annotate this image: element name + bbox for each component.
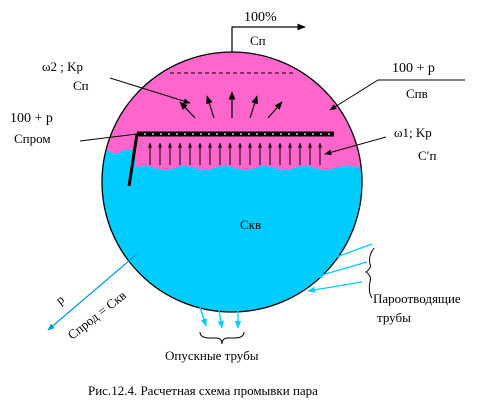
label-blowdown-conc: Cпрод = Cкв: [65, 288, 129, 343]
label-lower-flow: ω1; Kр: [394, 125, 432, 140]
label-lower-conc: C′п: [418, 148, 437, 163]
label-wash-conc: Cпром: [14, 131, 51, 146]
downcomer-brace: [199, 331, 245, 345]
label-wash-flow: 100 + p: [10, 111, 53, 126]
upper-steam-arrows: [179, 91, 283, 119]
label-outlet-percent: 100%: [244, 10, 277, 25]
upper-flow-pointer: [109, 77, 191, 104]
label-upper-flow: ω2 ; Kр: [42, 59, 83, 74]
label-upper-conc: Cп: [73, 78, 89, 93]
figure-caption: Рис.12.4. Расчетная схема промывки пара: [88, 383, 318, 398]
label-feed-flow: 100 + p: [392, 61, 435, 76]
label-blowdown-flow: p: [53, 292, 67, 308]
riser-arrows: [307, 243, 373, 293]
riser-brace: [365, 247, 375, 299]
lower-steam-arrows: [148, 142, 322, 165]
label-downcomers: Опускные трубы: [165, 348, 259, 363]
label-feed-conc: Cпв: [406, 86, 428, 101]
wash-pointer: [79, 133, 138, 142]
wash-plate: [127, 131, 334, 187]
label-outlet-conc: Cп: [250, 33, 266, 48]
steam-outlet: [231, 23, 306, 52]
downcomer-arrows: [193, 287, 242, 329]
label-risers: Пароотводящие: [373, 291, 461, 306]
wash-plate-weir: [127, 133, 139, 187]
label-risers-line2: трубы: [377, 310, 411, 325]
lower-flow-pointer: [324, 136, 387, 156]
feedwater-inlet: [329, 79, 465, 111]
label-water-conc: Cкв: [240, 217, 261, 232]
blowdown-arrow: [47, 253, 138, 331]
